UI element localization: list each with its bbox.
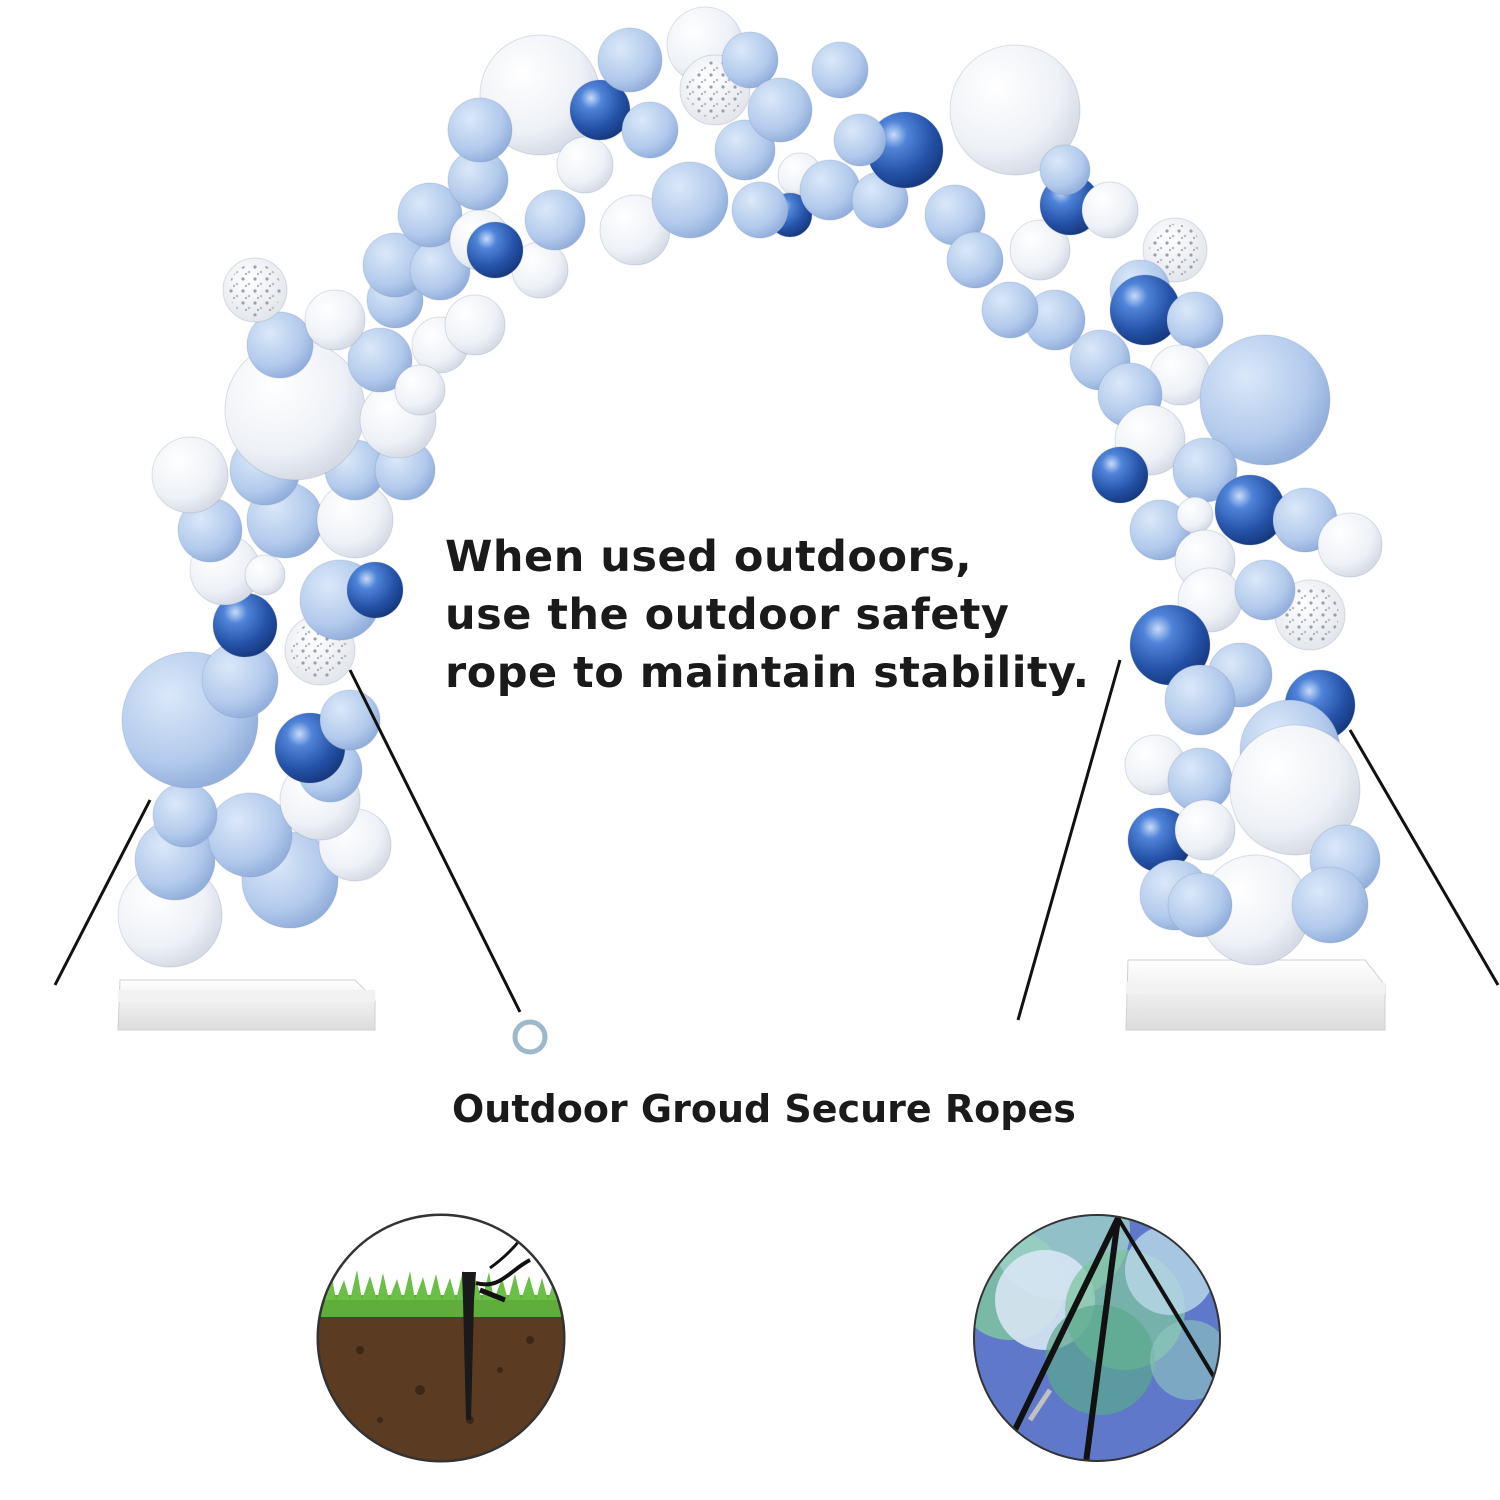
metallic-balloon xyxy=(1091,446,1149,504)
balloon xyxy=(833,113,887,167)
balloon xyxy=(621,101,679,159)
balloon xyxy=(1176,496,1214,534)
balloon-arch xyxy=(117,6,1383,968)
balloon xyxy=(1234,559,1296,621)
balloon xyxy=(319,689,381,751)
metallic-balloon xyxy=(569,79,631,141)
rope-label: Outdoor Groud Secure Ropes xyxy=(452,1087,1076,1131)
balloon xyxy=(444,294,506,356)
balloon xyxy=(151,436,229,514)
balloon xyxy=(447,97,513,163)
outdoor-instruction-text: When used outdoors, use the outdoor safe… xyxy=(445,528,1089,702)
balloon xyxy=(799,159,861,221)
balloon xyxy=(1291,866,1369,944)
balloon xyxy=(721,31,779,89)
balloon xyxy=(597,27,663,93)
balloon xyxy=(1166,291,1224,349)
balloon xyxy=(714,119,776,181)
instruction-line-1: When used outdoors, xyxy=(445,532,973,582)
balloon xyxy=(394,364,446,416)
left-water-base xyxy=(117,979,376,1031)
balloon xyxy=(1229,724,1361,856)
balloon xyxy=(397,182,463,248)
rope-tie-inset xyxy=(973,1214,1221,1462)
balloon xyxy=(981,281,1039,339)
balloon xyxy=(1164,664,1236,736)
balloon xyxy=(811,41,869,99)
balloon xyxy=(949,44,1081,176)
balloon xyxy=(731,181,789,239)
ground-stake-inset xyxy=(316,1213,566,1463)
balloon xyxy=(747,77,813,143)
instruction-line-3: rope to maintain stability. xyxy=(445,648,1090,698)
confetti-pattern xyxy=(1281,586,1339,644)
balloon xyxy=(1081,181,1139,239)
balloon xyxy=(524,189,586,251)
balloon xyxy=(651,161,729,239)
balloon xyxy=(1174,799,1236,861)
metallic-balloon xyxy=(466,221,524,279)
safety-ropes xyxy=(53,659,1500,1021)
balloon xyxy=(152,782,218,848)
balloon xyxy=(207,792,293,878)
balloon xyxy=(1317,512,1383,578)
balloon xyxy=(946,231,1004,289)
balloon xyxy=(244,554,286,596)
balloon xyxy=(556,136,614,194)
balloon xyxy=(304,289,366,351)
instruction-line-2: use the outdoor safety xyxy=(445,590,1010,640)
rope-ring-icon xyxy=(512,1019,548,1055)
balloon xyxy=(1167,872,1233,938)
metallic-balloon xyxy=(346,561,404,619)
balloon xyxy=(347,327,413,393)
balloon xyxy=(1199,334,1331,466)
balloon xyxy=(246,311,314,379)
right-water-base xyxy=(1125,959,1386,1031)
balloon xyxy=(1009,219,1071,281)
confetti-pattern xyxy=(1148,223,1202,277)
balloon xyxy=(1039,144,1091,196)
confetti-pattern xyxy=(228,263,282,317)
